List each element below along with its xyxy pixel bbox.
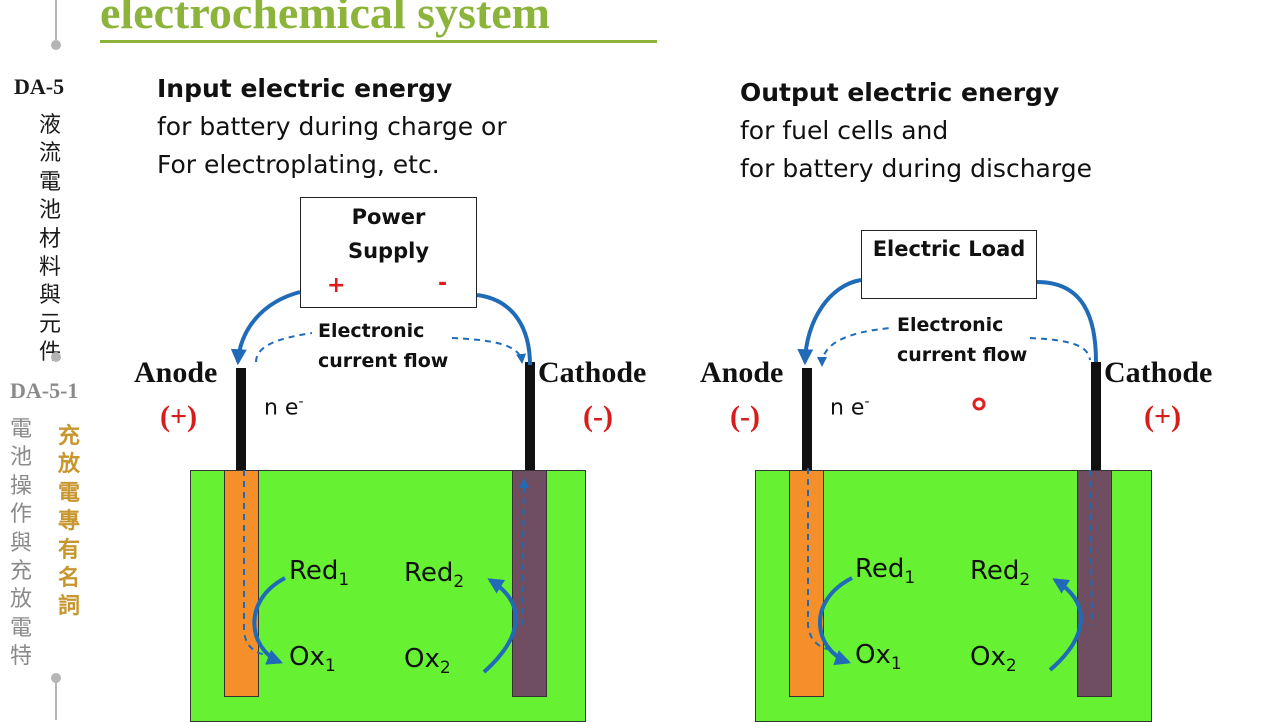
left-flow-label-line-2: current flow [318,350,449,372]
right-electron-flow-path [822,327,1091,365]
left-electron-flow-cathode [518,478,529,626]
sidebar-char: 液 [38,113,61,138]
sidebar-dot-top [51,40,61,50]
sidebar-char: 特 [9,644,32,670]
sidebar-char: 詞 [57,593,80,620]
left-heading: Input electric energy [157,74,453,103]
right-ox1-species: Ox1 [855,640,902,675]
left-anode-label: Anode [134,356,218,389]
sidebar-char: 池 [38,198,61,224]
title-underline [100,40,657,43]
left-flow-label-line-1: Electronic [318,320,425,342]
sidebar-code-da5[interactable]: DA-5 [14,74,65,99]
left-electron-flow-path [255,332,522,362]
right-red2-species: Red2 [970,556,1031,591]
right-anode-electrode [789,470,824,697]
right-red1-species: Red1 [855,554,916,589]
sidebar-char: 充 [9,559,32,585]
right-electron-label: n e- [830,394,870,421]
right-electron-flow-cathode [1089,469,1093,626]
power-supply-label-line-1: Power [351,205,426,229]
left-red2-species: Red2 [404,558,465,593]
right-reduction-arrow [1048,578,1083,672]
left-reduction-arrow [482,578,518,674]
sidebar-char: 操 [9,473,32,499]
right-cathode-polarity: (+) [1144,400,1182,433]
sidebar-track-top [55,0,57,40]
sidebar-code-da5-1[interactable]: DA-5-1 [10,378,79,403]
sidebar-char: 電 [9,417,32,442]
right-external-wire-anode [797,278,862,366]
left-red1-species: Red1 [289,556,350,591]
right-description-line-1: for fuel cells and [740,116,949,145]
sidebar-char: 充 [57,423,80,449]
left-anode-lead [236,368,246,470]
right-anode-polarity: (-) [730,400,760,433]
electric-load-box: Electric Load [861,230,1037,299]
sidebar-char: 專 [57,508,80,535]
left-external-wire-cathode [476,293,532,366]
sidebar-char: 放 [57,451,80,478]
electric-load-label: Electric Load [872,237,1026,261]
sidebar-dot-bottom [51,673,61,683]
left-external-wire-anode [230,290,301,366]
sidebar-char: 與 [9,530,32,556]
sidebar-char: 料 [38,255,61,281]
left-description-line-1: for battery during charge or [157,112,507,141]
right-heading: Output electric energy [740,78,1060,107]
sidebar-char: 材 [38,226,61,252]
sidebar-char: 與 [38,283,61,309]
right-flow-label-line-1: Electronic [897,314,1004,336]
sidebar-char: 有 [57,536,80,563]
left-ox2-species: Ox2 [404,644,451,679]
sidebar-char: 電 [9,615,32,641]
right-anode-lead [802,368,812,470]
left-description-line-2: For electroplating, etc. [157,150,440,179]
sidebar-char: 元 [38,311,61,337]
right-cathode-lead [1091,362,1101,470]
sidebar-char: 流 [38,141,61,167]
sidebar-da5-1-title[interactable]: 電池操作與充放電特 [8,416,34,672]
slide-title: electrochemical system [100,0,551,38]
left-oxidation-arrow [252,576,286,665]
sidebar-char: 池 [9,445,32,471]
power-supply-plus-terminal: + [327,273,346,298]
sidebar-char: 作 [9,502,32,528]
sidebar-dot-middle [51,352,61,362]
right-oxidation-arrow [818,576,853,666]
right-ox2-species: Ox2 [970,642,1017,677]
left-ox1-species: Ox1 [289,642,336,677]
right-flow-label-line-2: current flow [897,344,1028,366]
left-cathode-lead [525,362,535,470]
right-description-line-2: for battery during discharge [740,154,1092,183]
right-external-wire-cathode [1036,280,1098,363]
left-anode-electrode [224,470,259,697]
sidebar-char: 放 [9,587,32,613]
left-electron-flow-anode [243,470,271,656]
sidebar-track-bottom [55,683,57,720]
left-electron-label: n e- [264,394,304,421]
right-anode-label: Anode [700,356,784,389]
power-supply-box: Power Supply [300,197,477,308]
left-cathode-label: Cathode [538,356,647,389]
pointer-indicator [972,397,986,411]
left-cathode-electrode [512,470,547,697]
right-cathode-electrode [1077,470,1112,697]
sidebar-current-topic[interactable]: 充放電專有名詞 [56,422,82,621]
left-anode-polarity: (+) [160,400,198,433]
sidebar-char: 電 [38,169,61,195]
power-supply-minus-terminal: - [438,271,448,296]
power-supply-label-line-2: Supply [347,239,430,263]
sidebar-char: 電 [57,479,80,506]
sidebar-char: 名 [57,565,80,592]
right-cathode-label: Cathode [1104,356,1213,389]
left-cathode-polarity: (-) [583,400,613,433]
right-electron-flow-anode [807,468,836,651]
